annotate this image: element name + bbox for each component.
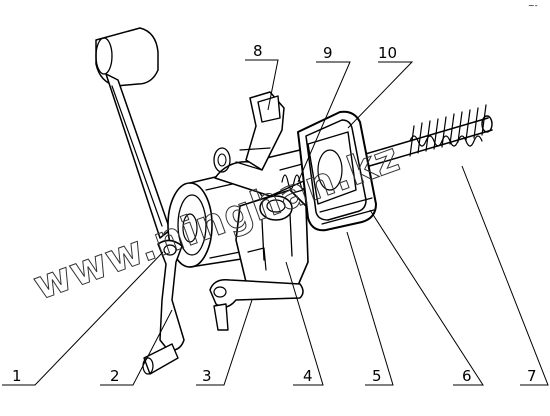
callout-label-10: 10 <box>378 44 397 62</box>
spring-shaft <box>344 104 493 173</box>
upper-bracket <box>235 91 285 171</box>
callout-label-5: 5 <box>372 367 382 385</box>
pedal-lever <box>95 27 171 239</box>
callout-9: 9 <box>297 44 351 183</box>
callout-10: 10 <box>347 44 414 129</box>
callout-label-7: 7 <box>527 367 537 385</box>
link-plate <box>142 239 185 375</box>
central-block <box>235 189 309 297</box>
stirrup-frame <box>297 110 377 232</box>
corner-mark: ~- <box>528 1 538 10</box>
callout-label-9: 9 <box>323 44 333 62</box>
callout-label-1: 1 <box>12 367 22 385</box>
lower-arm <box>209 278 304 331</box>
coil-spring <box>409 104 487 157</box>
callout-label-8: 8 <box>253 42 263 60</box>
callout-label-2: 2 <box>110 367 120 385</box>
callout-7: 7 <box>461 165 549 386</box>
callout-3: 3 <box>196 299 253 386</box>
callout-label-3: 3 <box>202 367 212 385</box>
callout-1: 1 <box>2 251 164 386</box>
callout-2: 2 <box>100 309 173 386</box>
callout-6: 6 <box>369 209 484 386</box>
callout-8: 8 <box>245 42 279 111</box>
callout-label-4: 4 <box>303 367 313 385</box>
callout-5: 5 <box>346 231 394 386</box>
callouts: 1 2 3 4 5 6 7 8 <box>2 42 549 386</box>
callout-label-6: 6 <box>462 367 472 385</box>
callout-4: 4 <box>285 261 324 386</box>
